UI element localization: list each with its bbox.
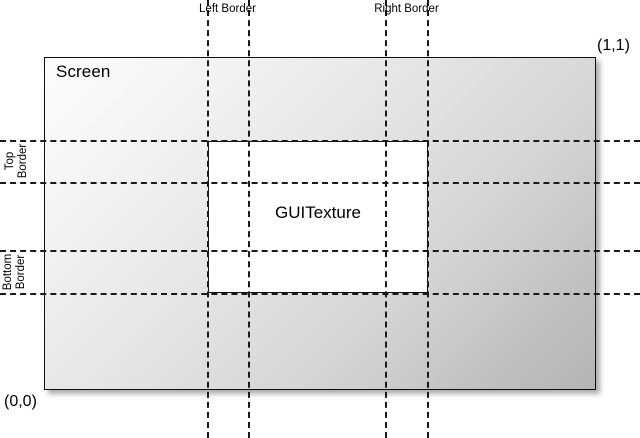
guide-line-bottom-border-inner — [0, 250, 640, 252]
guide-line-bottom-border-outer — [0, 293, 640, 295]
bottom-border-annotation: Bottom Border — [2, 248, 28, 296]
right-border-label-line2: Border — [404, 3, 439, 15]
left-border-annotation: Left Border — [186, 3, 269, 16]
guitexture-label: GUITexture — [275, 203, 361, 222]
left-border-label-line1: Left — [199, 3, 219, 15]
guide-line-left-border-outer — [207, 0, 209, 438]
guide-line-top-border-inner — [0, 182, 640, 184]
right-border-annotation: Right Border — [365, 3, 448, 16]
guide-line-top-border-outer — [0, 140, 640, 142]
bottom-border-label-line1: Bottom — [2, 253, 14, 291]
guide-line-left-border-inner — [248, 0, 250, 438]
top-border-label-line1: Top — [4, 151, 16, 171]
top-border-label-line2: Border — [17, 143, 29, 179]
bottom-border-label-line2: Border — [15, 254, 27, 290]
guide-line-right-border-inner — [385, 0, 387, 438]
coordinate-label-top-right: (1,1) — [597, 37, 630, 54]
guide-line-right-border-outer — [427, 0, 429, 438]
coordinate-label-bottom-left: (0,0) — [4, 393, 37, 410]
left-border-label-line2: Border — [221, 3, 256, 15]
screen-label: Screen — [56, 62, 111, 81]
top-border-annotation: Top Border — [4, 137, 30, 185]
right-border-label-line1: Right — [374, 3, 402, 15]
guitexture-rectangle — [208, 141, 428, 293]
